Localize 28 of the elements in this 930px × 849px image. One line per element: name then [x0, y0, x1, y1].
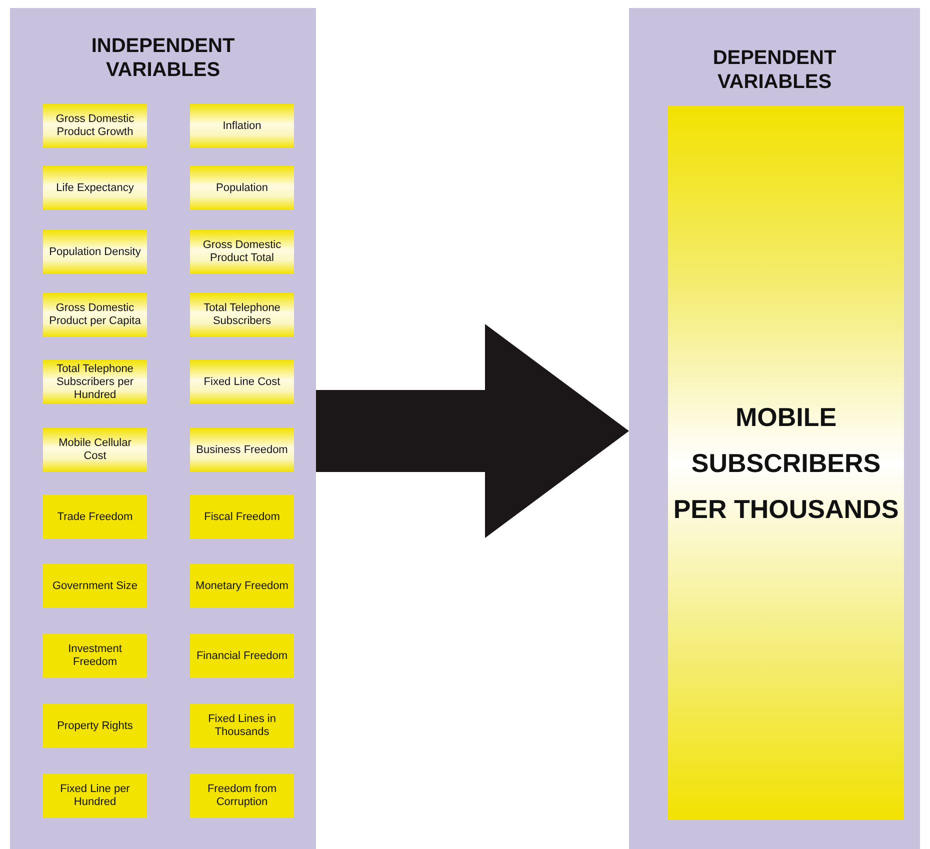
variable-box: Fixed Lines in Thousands	[190, 704, 294, 748]
variable-box: Population Density	[43, 230, 147, 274]
variable-box: Life Expectancy	[43, 166, 147, 210]
variable-box: Gross Domestic Product Growth	[43, 104, 147, 148]
variable-box: Fixed Line Cost	[190, 360, 294, 404]
variables-panel	[10, 8, 316, 849]
variable-box: Total Telephone Subscribers	[190, 293, 294, 337]
variable-box: Population	[190, 166, 294, 210]
block-arrow	[316, 324, 629, 538]
variable-box: Financial Freedom	[190, 634, 294, 678]
variable-box: Property Rights	[43, 704, 147, 748]
variable-box: Trade Freedom	[43, 495, 147, 539]
variable-box: Mobile Cellular Cost	[43, 428, 147, 472]
variable-box: Freedom from Corruption	[190, 774, 294, 818]
variable-box: Total Telephone Subscribers per Hundred	[43, 360, 147, 404]
variable-box: Fixed Line per Hundred	[43, 774, 147, 818]
variable-box: Monetary Freedom	[190, 564, 294, 608]
variables-panel	[629, 8, 920, 849]
variable-box: Inflation	[190, 104, 294, 148]
variable-box: Business Freedom	[190, 428, 294, 472]
outcome-box: MOBILE SUBSCRIBERS PER THOUSANDS	[668, 106, 904, 820]
panel-title: DEPENDENT VARIABLES	[712, 46, 838, 94]
panel-title: INDEPENDENT VARIABLES	[90, 34, 236, 82]
variable-box: Gross Domestic Product Total	[190, 230, 294, 274]
variable-box: Fiscal Freedom	[190, 495, 294, 539]
variable-box: Gross Domestic Product per Capita	[43, 293, 147, 337]
variable-box: Investment Freedom	[43, 634, 147, 678]
variable-box: Government Size	[43, 564, 147, 608]
